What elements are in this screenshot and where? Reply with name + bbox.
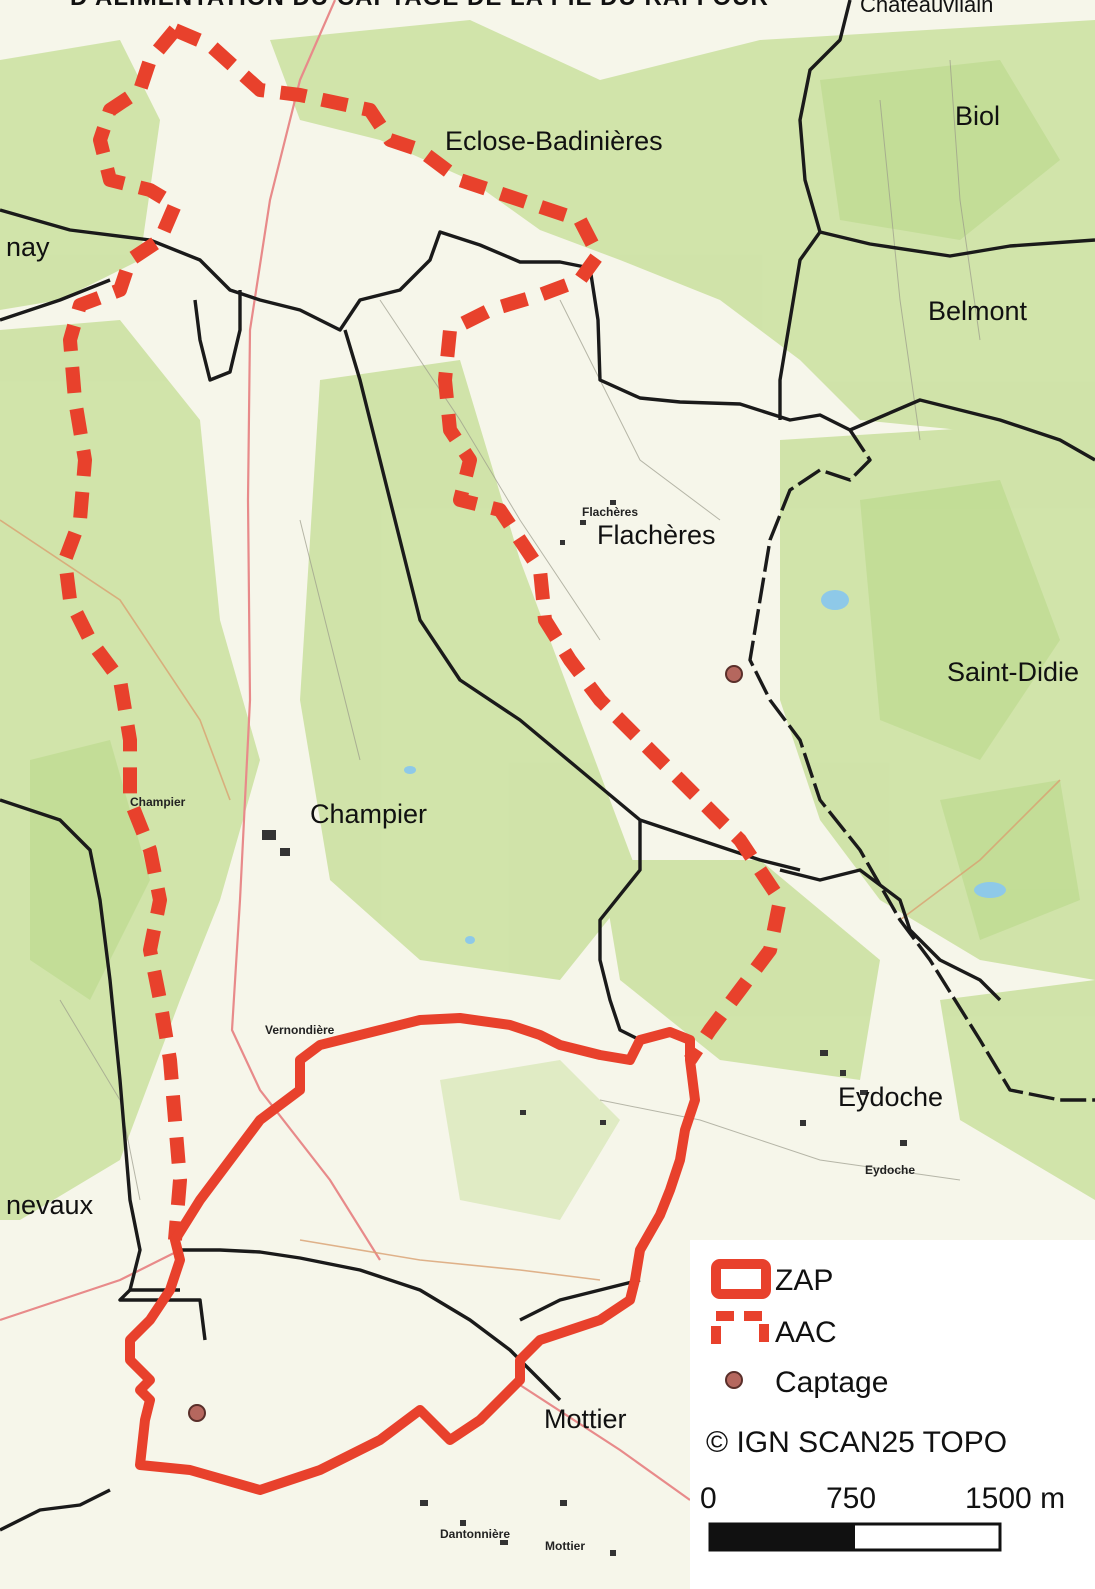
title-fragment: D'ALIMENTATION DU CAPTAGE DE LA PIE DU R… [70, 0, 769, 10]
place-chateauvilain: Châteauvilain [860, 0, 994, 17]
scale-tick-0: 0 [700, 1482, 717, 1515]
place-eydoche-small: Eydoche [865, 1163, 916, 1177]
place-champier: Champier [310, 799, 428, 829]
place-mottier-small: Mottier [545, 1539, 585, 1553]
place-saint-didier: Saint-Didie [947, 657, 1080, 687]
scale-tick-750: 750 [826, 1482, 877, 1515]
place-nevaux: nevaux [6, 1190, 94, 1220]
captage-point-1 [725, 665, 743, 683]
place-dantonniere: Dantonnière [440, 1527, 511, 1541]
place-vernondiere: Vernondière [265, 1023, 335, 1037]
legend-copyright: © IGN SCAN25 TOPO [706, 1426, 1008, 1459]
place-champier-small: Champier [130, 795, 186, 809]
scale-bar-black [710, 1524, 855, 1550]
captage-legend-dot [725, 1371, 743, 1389]
place-flacheres-small: Flachères [582, 505, 639, 519]
place-flacheres: Flachères [597, 520, 716, 550]
zap-legend-swatch [711, 1259, 771, 1299]
aac-legend-swatch [711, 1311, 769, 1344]
place-eydoche: Eydoche [838, 1082, 944, 1112]
place-biol: Biol [955, 101, 1001, 131]
place-mottier: Mottier [544, 1404, 627, 1434]
place-eclose-badinieres: Eclose-Badinières [445, 126, 663, 156]
legend-aac-label: AAC [775, 1316, 837, 1349]
place-nay: nay [6, 232, 50, 262]
zap-boundary [125, 1013, 700, 1495]
captage-point-2 [188, 1404, 206, 1422]
scale-tick-1500: 1500 m [965, 1482, 1066, 1515]
aac-boundary [172, 23, 787, 1064]
legend-zap-label: ZAP [775, 1264, 834, 1297]
place-belmont: Belmont [928, 296, 1028, 326]
legend-captage-label: Captage [775, 1366, 889, 1399]
